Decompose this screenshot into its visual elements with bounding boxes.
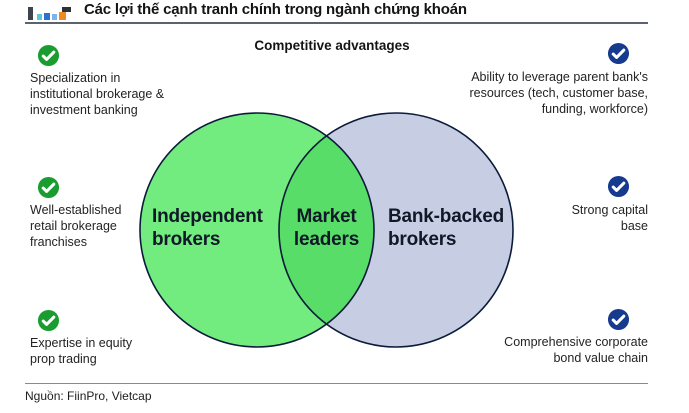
green-check-circle-icon (37, 309, 60, 332)
venn-right-outline (278, 112, 514, 348)
header-divider (25, 22, 648, 24)
green-check-circle-icon (37, 44, 60, 67)
advantage-right-2: Strong capital base (571, 203, 648, 233)
footer-divider (25, 383, 648, 384)
venn-label-market-leaders: Market leaders (293, 206, 360, 250)
advantage-right-1: Ability to leverage parent bank's resour… (469, 70, 648, 116)
venn-left-outline (139, 112, 375, 348)
advantage-right-3: Comprehensive corporate bond value chain (504, 335, 648, 365)
diagram-heading: Competitive advantages (254, 38, 410, 53)
blue-check-circle-icon (607, 308, 630, 331)
advantage-left-1: Specialization in institutional brokerag… (30, 71, 165, 117)
blue-check-circle-icon (607, 175, 630, 198)
page-title: Các lợi thế cạnh tranh chính trong ngành… (84, 1, 467, 18)
green-check-circle-icon (37, 176, 60, 199)
advantage-left-2: Well-established retail brokerage franch… (30, 203, 122, 249)
venn-overlap (279, 113, 374, 347)
vietcap-logo-icon (28, 4, 78, 21)
blue-check-circle-icon (607, 42, 630, 65)
source-note: Nguồn: FiinPro, Vietcap (25, 389, 152, 403)
venn-label-independent-brokers: Independent brokers (152, 206, 263, 250)
venn-label-bank-backed-brokers: Bank-backed brokers (388, 206, 505, 250)
advantage-left-3: Expertise in equity prop trading (30, 336, 133, 366)
